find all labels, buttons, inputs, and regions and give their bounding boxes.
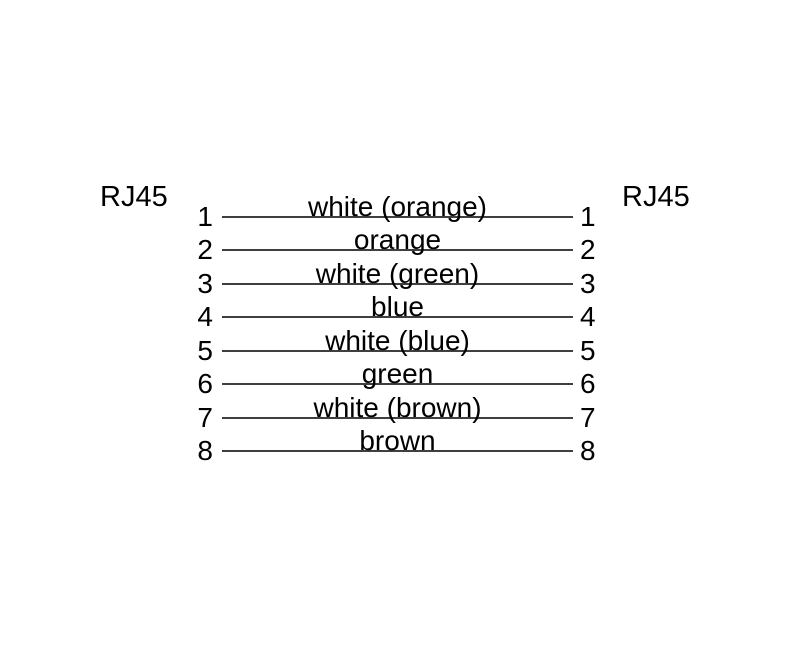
- wire-color-label: blue: [371, 291, 424, 322]
- wire-color-label: white (blue): [325, 324, 470, 356]
- wire-line: [222, 349, 573, 352]
- pin-number-left: 4: [197, 301, 213, 332]
- pin-number-left: 3: [197, 267, 213, 299]
- wire-line: [222, 215, 573, 218]
- connector-label-left: RJ45: [100, 181, 168, 213]
- wire-line: [222, 383, 573, 385]
- pin-number-left: 6: [197, 368, 213, 399]
- wire-line: [222, 282, 573, 285]
- pin-number-left: 2: [197, 234, 213, 265]
- wire-color-label: brown: [359, 425, 436, 456]
- pin-number-left: 1: [197, 200, 213, 232]
- wire-line: [222, 416, 573, 419]
- wire-color-label: white (green): [315, 257, 480, 289]
- pin-number-right: 5: [580, 334, 596, 366]
- pin-number-right: 1: [580, 200, 596, 232]
- pin-number-right: 3: [580, 267, 596, 299]
- wire-line: [222, 450, 573, 452]
- wire-color-label: orange: [353, 224, 442, 255]
- pin-number-left: 7: [197, 401, 213, 433]
- wire-line: [222, 249, 573, 251]
- pin-number-right: 7: [580, 401, 596, 433]
- pin-number-right: 8: [580, 435, 596, 466]
- pin-number-right: 6: [580, 368, 596, 399]
- pin-number-right: 2: [580, 234, 596, 265]
- pin-number-right: 4: [580, 301, 596, 332]
- wire-line: [222, 316, 573, 318]
- connector-label-right: RJ45: [622, 181, 690, 213]
- wire-color-label: white (brown): [313, 391, 482, 423]
- wire-color-label: green: [361, 358, 434, 389]
- pin-number-left: 8: [197, 435, 213, 466]
- pin-number-left: 5: [197, 334, 213, 366]
- wire-color-label: white (orange): [308, 190, 487, 222]
